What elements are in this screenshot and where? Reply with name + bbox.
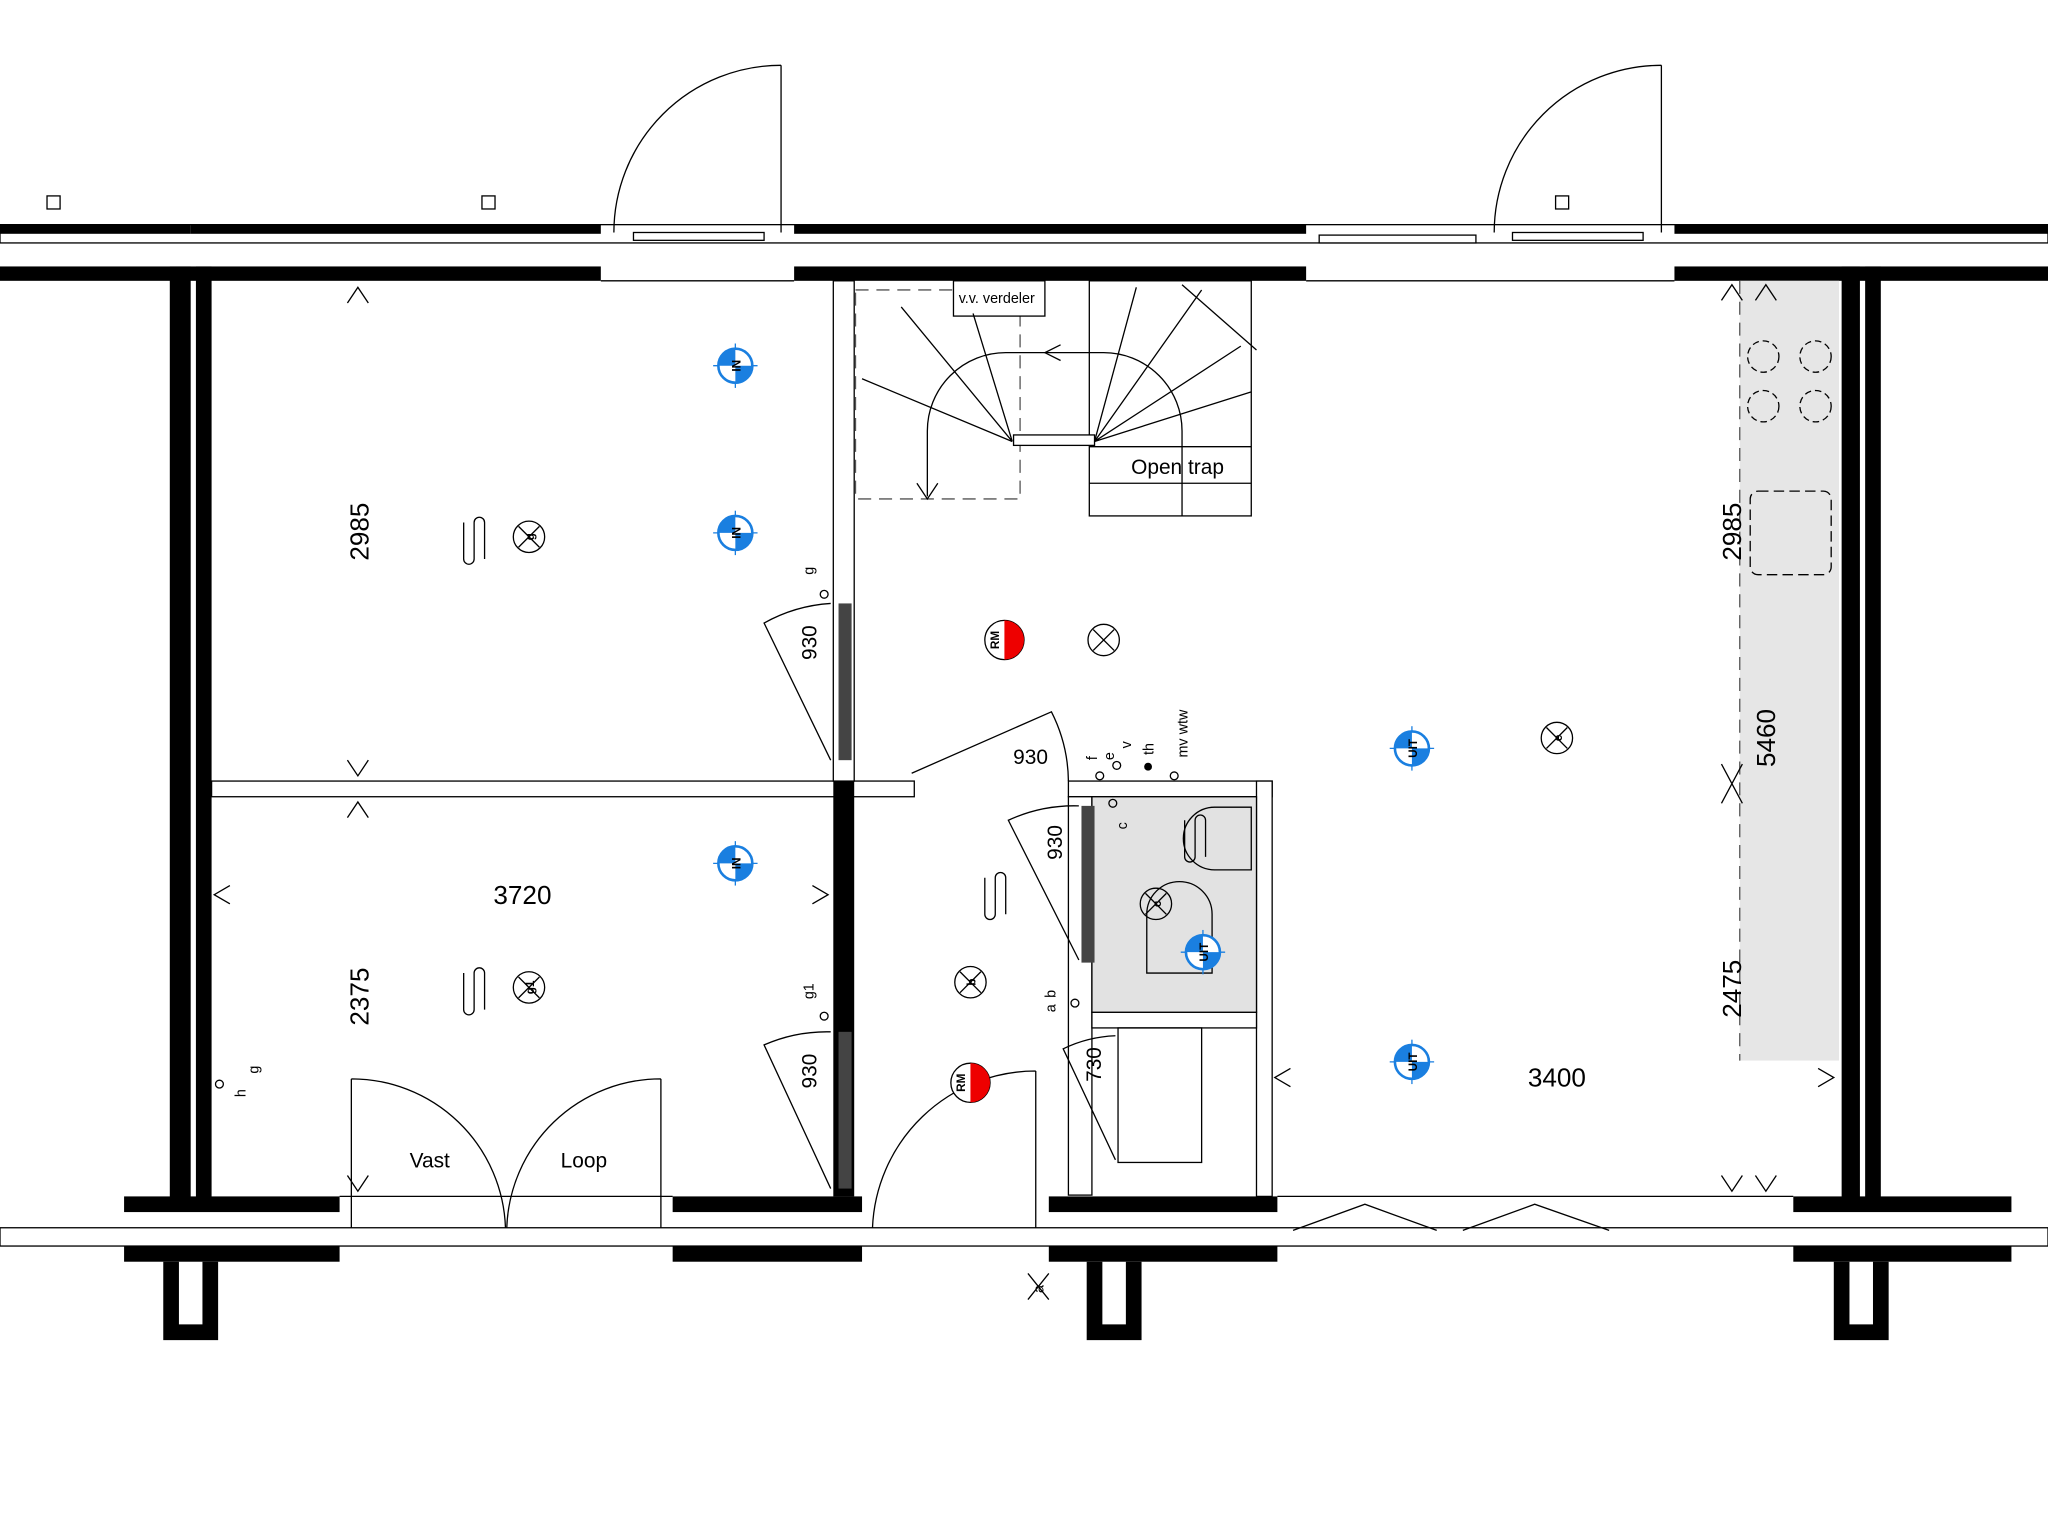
door-meterkast[interactable] <box>1062 1035 1117 1161</box>
sink-icon <box>1749 490 1832 576</box>
kitchen-counter <box>1739 280 1840 1061</box>
dimension-label: 5460 <box>1751 709 1781 767</box>
switch-label: f <box>1085 755 1101 760</box>
open-stair: v.v. verdeler Open trap <box>854 280 1257 517</box>
cooktop-burner-icon <box>1746 340 1780 373</box>
switch-label: mv wtw <box>1175 709 1191 757</box>
interior-walls <box>210 280 1273 1198</box>
switch-label: a <box>1032 1285 1048 1293</box>
outlet-icon <box>46 195 61 210</box>
svg-text:b: b <box>966 979 979 986</box>
svg-text:IN: IN <box>731 857 744 869</box>
front-door-left[interactable] <box>613 64 782 233</box>
door-left-upper[interactable] <box>763 602 832 761</box>
switch-label: h <box>234 1089 250 1097</box>
svg-text:UIT: UIT <box>1407 1052 1420 1072</box>
svg-text:RM: RM <box>989 631 1002 649</box>
ceiling-light-c: c <box>1139 887 1173 921</box>
vent-exhaust-icon: UIT <box>1389 726 1435 771</box>
switch-label: g <box>247 1066 263 1074</box>
switch-label: b <box>1043 990 1059 998</box>
vent-supply-icon: IN <box>713 343 758 388</box>
dimension-label: 2985 <box>1717 503 1747 561</box>
garden-door-walk[interactable] <box>506 1078 662 1228</box>
switch-label: g1 <box>802 983 818 999</box>
door-width-label: 930 <box>798 625 821 660</box>
dimension-label: 2375 <box>344 968 374 1026</box>
top-facade <box>0 195 2048 282</box>
garden-door-fixed <box>350 1078 507 1228</box>
distributor-label: v.v. verdeler <box>959 291 1035 307</box>
ceiling-light-g: g <box>512 520 546 554</box>
toilet-bowl-icon <box>1146 880 1213 974</box>
svg-text:IN: IN <box>731 360 744 372</box>
switch-label: a <box>1043 1004 1059 1012</box>
cooktop-burner-icon <box>1799 389 1832 423</box>
switch-labels: g g1 f e v th mv wtw c a b h g a <box>214 567 1191 1300</box>
entrance-door[interactable] <box>871 1070 1037 1228</box>
floor-heating-icon <box>463 967 486 1016</box>
svg-text:IN: IN <box>731 527 744 539</box>
toilet-room <box>1081 796 1258 1013</box>
meterkast <box>1117 1027 1203 1164</box>
dimension-label: 2985 <box>344 503 374 561</box>
bottom-facade <box>0 1195 2048 1341</box>
svg-text:RM: RM <box>955 1074 968 1092</box>
door-toilet[interactable] <box>1007 805 1080 961</box>
smoke-detector: RM <box>984 619 1025 661</box>
outlet-icon <box>481 195 496 210</box>
switch-label: c <box>1115 822 1131 829</box>
door-width-label: 930 <box>1013 746 1048 769</box>
vent-exhaust-icon: UIT <box>1180 929 1226 975</box>
door-hall[interactable] <box>911 710 1070 782</box>
door-width-label: 730 <box>1083 1047 1106 1082</box>
right-party-wall <box>1841 266 1881 1202</box>
dimension-label: 3720 <box>493 880 551 910</box>
door-left-lower[interactable] <box>763 1031 832 1189</box>
ceiling-light-e: e <box>1540 721 1574 755</box>
left-party-wall <box>169 266 212 1202</box>
svg-text:g: g <box>524 533 537 540</box>
svg-text:c: c <box>1151 900 1164 907</box>
switch-label: th <box>1141 743 1157 755</box>
dimension-label: 2475 <box>1717 960 1747 1018</box>
door-width-label: 930 <box>798 1054 821 1089</box>
switch-label: e <box>1102 752 1118 760</box>
vent-exhaust-icon: UIT <box>1389 1039 1435 1085</box>
door-width-label: 930 <box>1044 825 1067 860</box>
cooktop-burner-icon <box>1799 340 1832 373</box>
floor-heating-icon <box>984 871 1007 921</box>
ceiling-light-hall <box>1087 623 1120 657</box>
direction-markers <box>212 283 1836 1193</box>
outlet-icon <box>1554 195 1570 210</box>
door-fixed-label: Vast <box>410 1150 450 1173</box>
door-walk-label: Loop <box>561 1150 607 1173</box>
front-door-right[interactable] <box>1493 64 1663 233</box>
cooktop-burner-icon <box>1746 389 1780 423</box>
smoke-detector: RM <box>950 1062 991 1104</box>
ceiling-light-g1: g1 <box>512 971 546 1004</box>
open-stair-label: Open trap <box>1131 456 1224 479</box>
vent-supply-icon: IN <box>713 510 758 556</box>
svg-text:e: e <box>1552 734 1565 741</box>
floor-heating-icon <box>1184 814 1207 863</box>
svg-text:UIT: UIT <box>1198 942 1211 962</box>
ceiling-light-b: b <box>954 965 987 999</box>
dimension-label: 3400 <box>1528 1063 1586 1093</box>
svg-text:g1: g1 <box>524 980 537 994</box>
floor-heating-icon <box>463 516 486 565</box>
switch-label: v <box>1119 740 1135 748</box>
switch-label: g <box>802 567 818 575</box>
vent-supply-icon: IN <box>713 841 758 886</box>
svg-text:UIT: UIT <box>1407 738 1420 758</box>
